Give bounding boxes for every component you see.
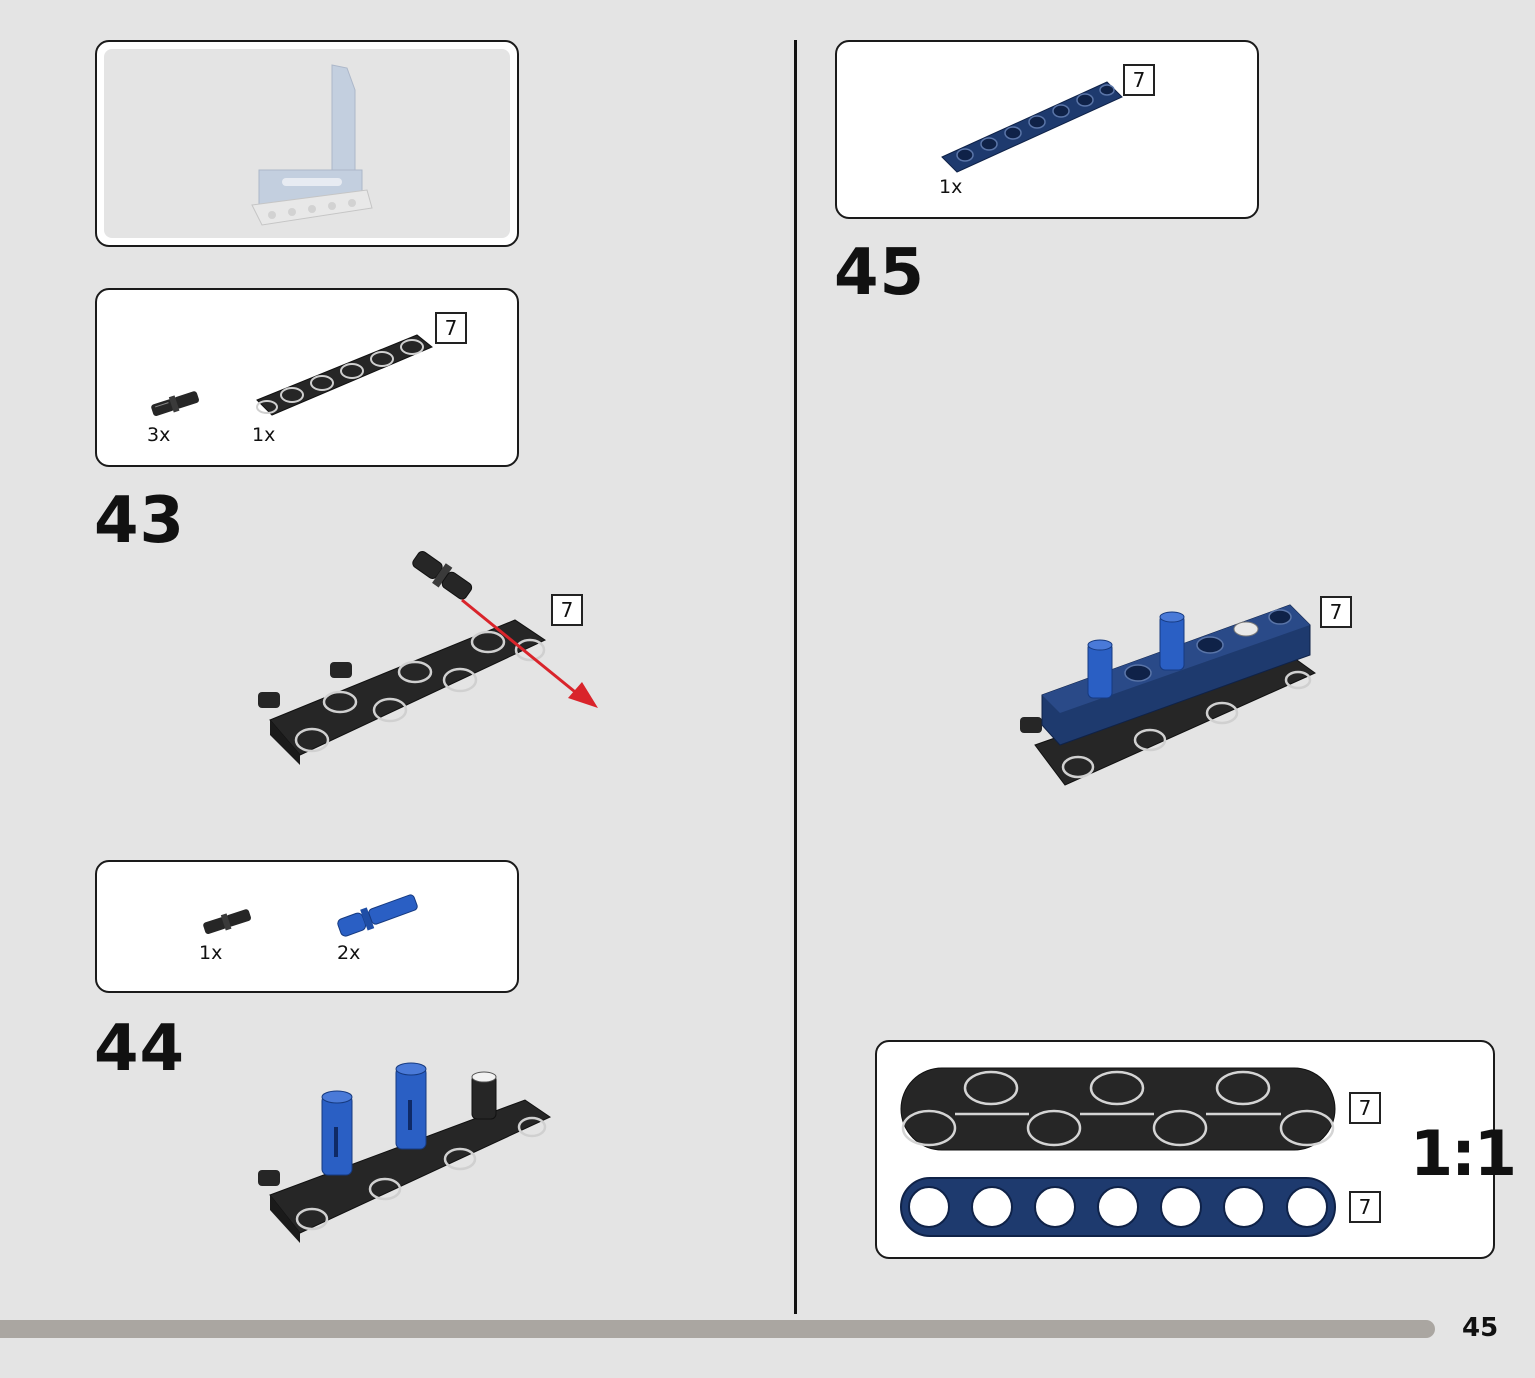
blue-long-pin-icon <box>337 894 418 937</box>
dark-blue-beam-scale-icon <box>900 1177 1336 1237</box>
step-43-beam-qty: 1x <box>252 424 276 446</box>
step-44-black-pin-qty: 1x <box>199 942 223 964</box>
step-44-number: 44 <box>94 1012 186 1086</box>
previous-assembly-box <box>95 40 519 247</box>
page-column-divider <box>794 40 797 1314</box>
black-friction-pin-icon <box>151 391 199 416</box>
scale-blue-beam-length-badge: 7 <box>1349 1191 1381 1223</box>
step-45-number: 45 <box>834 236 926 310</box>
step-44-blue-pin-qty: 2x <box>337 942 361 964</box>
page-number: 45 <box>1462 1313 1499 1343</box>
step-43-number: 43 <box>94 484 186 558</box>
step-45-illustration <box>1020 604 1316 786</box>
step-44-parts-box: 1x 2x <box>95 860 519 993</box>
black-beam-icon <box>256 334 433 416</box>
step-43-parts-box: 3x 1x 7 <box>95 288 519 467</box>
black-friction-pin-icon <box>203 909 251 934</box>
step-45-beam-length-badge: 7 <box>1123 64 1155 96</box>
step-43-callout-length-badge: 7 <box>551 594 583 626</box>
step-43-pin-qty: 3x <box>147 424 171 446</box>
dark-blue-beam-icon <box>941 81 1123 173</box>
step-45-parts-box: 1x 7 <box>835 40 1259 219</box>
step-45-callout-length-badge: 7 <box>1320 596 1352 628</box>
scale-black-beam-length-badge: 7 <box>1349 1092 1381 1124</box>
previous-assembly-illustration <box>251 64 373 226</box>
scale-ratio-label: 1:1 <box>1410 1117 1517 1190</box>
step-43-beam-length-badge: 7 <box>435 312 467 344</box>
footer-progress-bar <box>0 1320 1435 1338</box>
scale-reference-box: 7 7 <box>875 1040 1495 1259</box>
step-44-illustration <box>258 1062 552 1243</box>
step-43-illustration <box>258 551 598 765</box>
black-beam-scale-icon <box>900 1067 1336 1151</box>
step-45-beam-qty: 1x <box>939 176 963 198</box>
